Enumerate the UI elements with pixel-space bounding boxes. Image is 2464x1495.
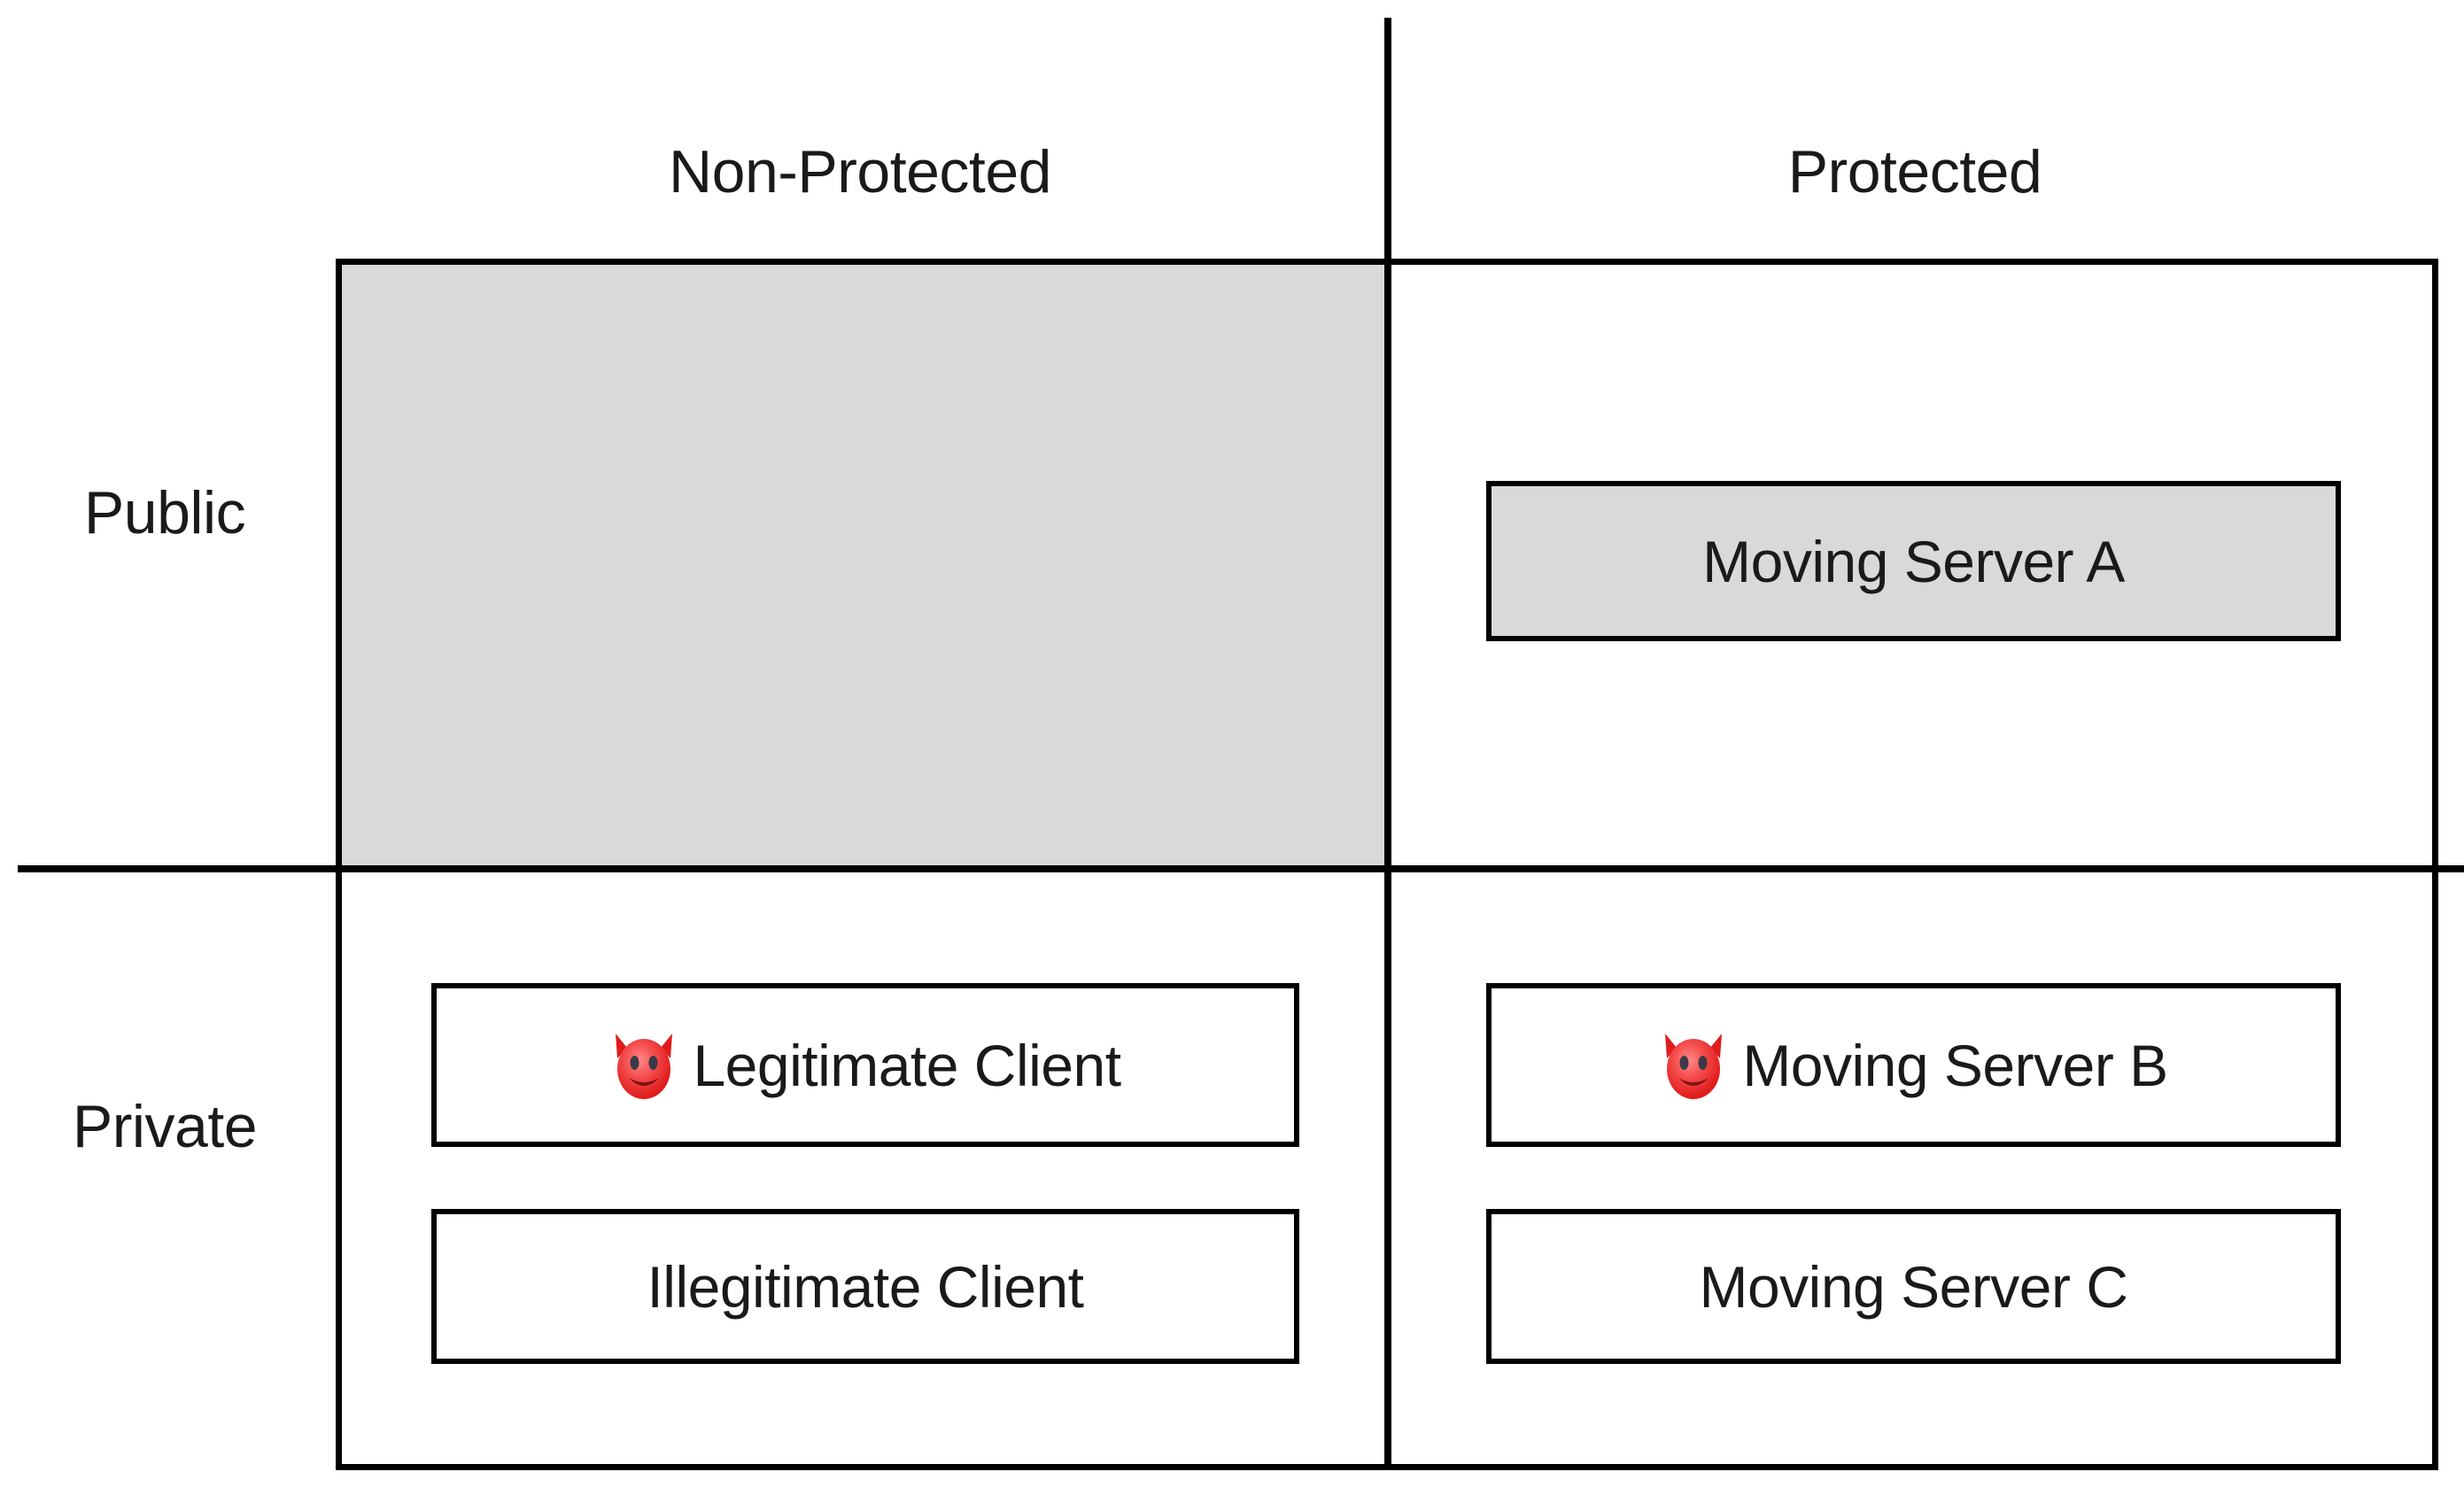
- node-box-moving-server-b[interactable]: Moving Server B: [1486, 983, 2341, 1147]
- column-header-non-protected: Non-Protected: [669, 138, 1051, 205]
- column-header-protected: Protected: [1787, 138, 2042, 205]
- node-box-moving-server-a[interactable]: Moving Server A: [1486, 481, 2341, 641]
- devil-face-icon: [616, 1033, 673, 1099]
- vertical-divider: [1384, 18, 1391, 1470]
- row-header-public: Public: [83, 479, 246, 546]
- node-label-legitimate-client: Legitimate Client: [693, 1032, 1121, 1098]
- horizontal-divider: [18, 865, 2464, 872]
- devil-face-icon: [1665, 1033, 1723, 1099]
- node-label-illegitimate-client: Illegitimate Client: [647, 1253, 1084, 1320]
- node-label-moving-server-c: Moving Server C: [1699, 1253, 2129, 1320]
- node-box-moving-server-c[interactable]: Moving Server C: [1486, 1209, 2341, 1364]
- node-label-moving-server-a: Moving Server A: [1702, 528, 2125, 594]
- node-box-illegitimate-client[interactable]: Illegitimate Client: [431, 1209, 1299, 1364]
- shaded-quadrant-public-non-protected: [341, 264, 1384, 865]
- node-label-moving-server-b: Moving Server B: [1742, 1032, 2168, 1098]
- node-box-legitimate-client[interactable]: Legitimate Client: [431, 983, 1299, 1147]
- row-header-private: Private: [72, 1093, 258, 1160]
